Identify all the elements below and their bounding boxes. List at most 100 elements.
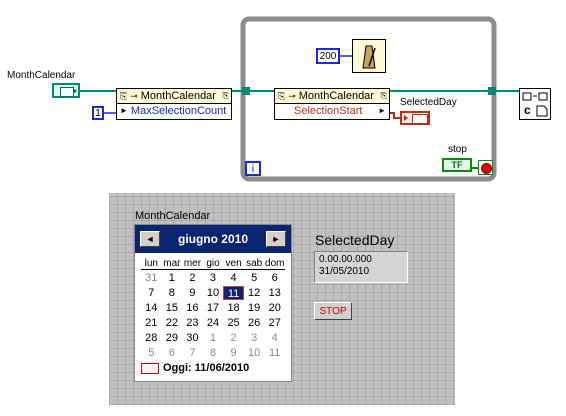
calendar-day[interactable]: 8 — [168, 287, 175, 299]
loop-condition-terminal[interactable] — [478, 160, 493, 175]
calendar-day[interactable]: 19 — [248, 302, 261, 314]
calendar-day[interactable]: 6 — [168, 347, 175, 359]
today-row[interactable]: Oggi: 11/06/2010 — [141, 362, 285, 374]
calendar-day[interactable]: 16 — [186, 302, 199, 314]
numeric-constant-wait[interactable]: 200 — [316, 48, 340, 64]
calendar-day[interactable]: 20 — [268, 302, 281, 314]
property-node-header: ⎘ ⊸ MonthCalendar ⎘ — [117, 89, 231, 104]
selectedday-date: 31/05/2010 — [319, 266, 370, 277]
numeric-constant-one[interactable]: 1 — [92, 106, 104, 120]
property-node-class: MonthCalendar — [298, 90, 374, 102]
property-name: MaxSelectionCount — [130, 104, 227, 117]
calendar-day[interactable]: 4 — [271, 332, 278, 344]
calendar-day[interactable]: 24 — [206, 317, 220, 329]
calendar-day[interactable]: 18 — [227, 302, 240, 314]
calendar-day[interactable]: 31 — [145, 272, 158, 284]
calendar-day[interactable]: 21 — [145, 317, 158, 329]
calendar-day[interactable]: 6 — [271, 272, 278, 284]
close-ref-glyph: c — [524, 103, 531, 117]
loop-iteration-terminal[interactable]: i — [245, 161, 261, 176]
property-row[interactable]: SelectionStart ► — [275, 104, 389, 117]
calendar-day[interactable]: 15 — [165, 302, 178, 314]
calendar-day[interactable]: 1 — [168, 272, 175, 284]
weekday-gio: gio — [206, 258, 220, 269]
property-name: SelectionStart — [294, 104, 363, 117]
control-icon — [60, 87, 74, 97]
calendar-day[interactable]: 5 — [251, 272, 258, 284]
calendar-day[interactable]: 3 — [251, 332, 258, 344]
calendar-day[interactable]: 9 — [189, 287, 196, 299]
reference-out-icon: ⎘ — [380, 91, 387, 100]
tunnel-left — [242, 87, 250, 95]
wait-ms-function[interactable] — [352, 39, 386, 73]
weekday-sab: sab — [246, 258, 263, 269]
close-reference-function[interactable]: c — [519, 88, 551, 120]
next-month-button[interactable]: ► — [265, 231, 286, 247]
monthcalendar-refnum-terminal[interactable] — [52, 83, 80, 98]
arrow-right-icon: ► — [120, 106, 128, 115]
property-node-selectionstart[interactable]: ⎘ ⊸ MonthCalendar ⎘ SelectionStart ► — [274, 88, 390, 120]
calendar-day[interactable]: 10 — [248, 347, 261, 359]
stop-button[interactable]: STOP — [314, 302, 352, 320]
calendar-day[interactable]: 11 — [223, 286, 244, 300]
calendar-day[interactable]: 3 — [209, 272, 217, 284]
arrow-right-icon — [404, 115, 408, 121]
calendar-day[interactable]: 11 — [268, 347, 281, 359]
calendar-day[interactable]: 10 — [206, 287, 220, 299]
calendar-day[interactable]: 23 — [186, 317, 199, 329]
reference-icon — [522, 92, 548, 101]
arrow-right-icon: ► — [378, 106, 386, 115]
calendar-day[interactable]: 7 — [148, 287, 155, 299]
calendar-day[interactable]: 28 — [145, 332, 158, 344]
reference-icon: ⎘ — [120, 90, 128, 101]
calendar-day[interactable]: 29 — [165, 332, 178, 344]
selectedday-label: SelectedDay — [315, 232, 395, 248]
property-node-header: ⎘ ⊸ MonthCalendar ⎘ — [275, 89, 389, 104]
calendar-day[interactable]: 5 — [148, 347, 155, 359]
calendar-day[interactable]: 1 — [209, 332, 217, 344]
weekday-ven: ven — [225, 258, 242, 269]
property-node-maxselectioncount[interactable]: ⎘ ⊸ MonthCalendar ⎘ ► MaxSelectionCount — [116, 88, 232, 120]
calendar-day[interactable]: 27 — [268, 317, 281, 329]
calendar-header: ◄ giugno 2010 ► — [135, 225, 291, 253]
weekday-dom: dom — [265, 258, 285, 269]
reference-icon: ⎘ — [278, 90, 286, 101]
wire-timestamp — [388, 112, 400, 119]
selectedday-indicator: 0.00.00.000 31/05/2010 — [314, 251, 408, 283]
calendar-day[interactable]: 14 — [145, 302, 158, 314]
selectedday-time: 0.00.00.000 — [319, 254, 372, 265]
calendar-day[interactable]: 4 — [230, 272, 237, 284]
calendar-day[interactable]: 12 — [248, 287, 261, 299]
while-loop-frame — [240, 16, 497, 182]
property-row[interactable]: ► MaxSelectionCount — [117, 104, 231, 117]
calendar-month-title: giugno 2010 — [177, 232, 248, 246]
reference-out-icon: ⎘ — [222, 91, 229, 100]
weekday-lun: lun — [144, 258, 158, 269]
calendar-day[interactable]: 7 — [189, 347, 196, 359]
stop-label: stop — [448, 144, 467, 155]
prev-month-button[interactable]: ◄ — [140, 231, 160, 247]
stop-boolean-terminal[interactable]: TF — [442, 158, 472, 172]
tunnel-right — [488, 87, 496, 95]
calendar-day[interactable]: 13 — [268, 287, 281, 299]
timestamp-icon — [412, 114, 428, 124]
calendar-day[interactable]: 9 — [230, 347, 237, 359]
calendar-day[interactable]: 25 — [227, 317, 240, 329]
calendar-day[interactable]: 17 — [206, 302, 220, 314]
calendar-day[interactable]: 26 — [248, 317, 261, 329]
link-icon: ⊸ — [130, 90, 138, 101]
selectedday-indicator-terminal[interactable] — [400, 111, 430, 125]
today-marker-icon — [141, 362, 159, 374]
calendar-day[interactable]: 2 — [230, 332, 237, 344]
document-icon — [536, 105, 548, 117]
today-text: Oggi: 11/06/2010 — [163, 362, 250, 374]
weekday-mer: mer — [183, 258, 202, 269]
calendar-day[interactable]: 30 — [186, 332, 199, 344]
calendar-day[interactable]: 22 — [165, 317, 178, 329]
calendar-day[interactable]: 2 — [189, 272, 196, 284]
selectedday-indicator-label: SelectedDay — [400, 97, 457, 108]
stop-sign-icon — [481, 163, 492, 174]
calendar-day[interactable]: 8 — [209, 347, 217, 359]
